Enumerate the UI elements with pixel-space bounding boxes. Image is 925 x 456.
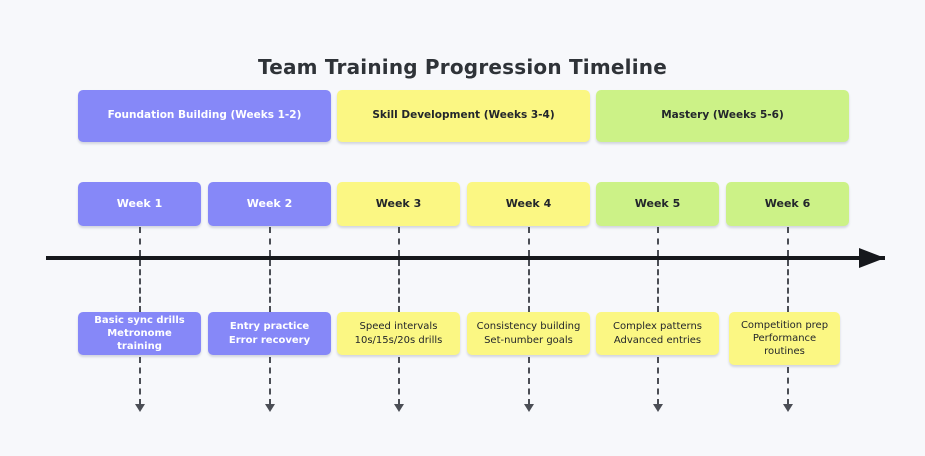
connector-arrow-week-1-icon (135, 404, 145, 412)
connector-arrow-week-6-icon (783, 404, 793, 412)
connector-arrow-week-5-icon (653, 404, 663, 412)
detail-box-week-5[interactable]: Complex patterns Advanced entries (596, 312, 719, 355)
connector-lower-week-1 (139, 357, 141, 405)
detail-box-week-3[interactable]: Speed intervals 10s/15s/20s drills (337, 312, 460, 355)
connector-mid-week-5 (657, 260, 659, 312)
timeline-axis-line (46, 256, 885, 260)
week-box-week-1[interactable]: Week 1 (78, 182, 201, 226)
connector-upper-week-1 (139, 227, 141, 256)
week-box-week-5[interactable]: Week 5 (596, 182, 719, 226)
connector-mid-week-3 (398, 260, 400, 312)
connector-arrow-week-4-icon (524, 404, 534, 412)
phase-bar-skill-development[interactable]: Skill Development (Weeks 3-4) (337, 90, 590, 142)
phase-bar-foundation-building[interactable]: Foundation Building (Weeks 1-2) (78, 90, 331, 142)
page-title: Team Training Progression Timeline (258, 55, 667, 79)
connector-upper-week-6 (787, 227, 789, 256)
connector-mid-week-6 (787, 260, 789, 312)
connector-lower-week-6 (787, 367, 789, 405)
connector-lower-week-4 (528, 357, 530, 405)
connector-upper-week-3 (398, 227, 400, 256)
connector-upper-week-5 (657, 227, 659, 256)
connector-lower-week-2 (269, 357, 271, 405)
connector-arrow-week-3-icon (394, 404, 404, 412)
detail-box-week-4[interactable]: Consistency building Set-number goals (467, 312, 590, 355)
detail-box-week-1[interactable]: Basic sync drills Metronome training (78, 312, 201, 355)
connector-arrow-week-2-icon (265, 404, 275, 412)
connector-lower-week-5 (657, 357, 659, 405)
week-box-week-3[interactable]: Week 3 (337, 182, 460, 226)
detail-box-week-6[interactable]: Competition prep Performance routines (729, 312, 840, 365)
timeline-axis-arrow-icon (859, 248, 885, 268)
detail-box-week-2[interactable]: Entry practice Error recovery (208, 312, 331, 355)
phase-bar-mastery[interactable]: Mastery (Weeks 5-6) (596, 90, 849, 142)
week-box-week-2[interactable]: Week 2 (208, 182, 331, 226)
connector-upper-week-4 (528, 227, 530, 256)
connector-upper-week-2 (269, 227, 271, 256)
week-box-week-4[interactable]: Week 4 (467, 182, 590, 226)
connector-mid-week-4 (528, 260, 530, 312)
connector-lower-week-3 (398, 357, 400, 405)
connector-mid-week-1 (139, 260, 141, 312)
week-box-week-6[interactable]: Week 6 (726, 182, 849, 226)
connector-mid-week-2 (269, 260, 271, 312)
